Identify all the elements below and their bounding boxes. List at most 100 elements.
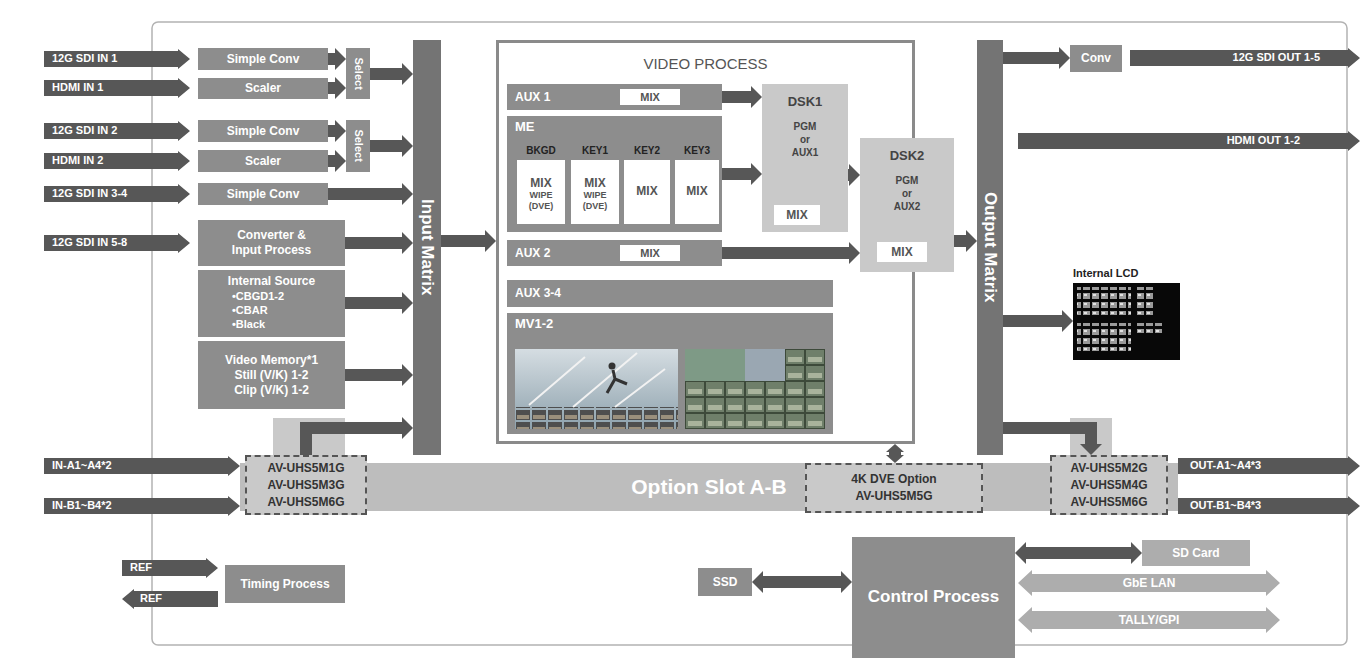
- key-column: BKGDMIXWIPE (DVE): [517, 160, 565, 224]
- input-port-arrow-text: 12G SDI IN 2: [52, 124, 117, 137]
- arrow-head: [841, 571, 852, 593]
- signal-arrow: [1015, 542, 1142, 564]
- output-matrix-bar: Output Matrix: [977, 40, 1003, 455]
- video-process-frame: VIDEO PROCESSAUX 1MIXMEBKGDMIXWIPE (DVE)…: [496, 40, 915, 444]
- signal-arrow: [1003, 310, 1073, 332]
- arrow-head: [1062, 310, 1073, 332]
- input-port-arrow: IN-A1~A4*2: [44, 456, 240, 476]
- lcd-picture: [1073, 283, 1180, 360]
- athletics-view: [515, 349, 678, 429]
- lcd-screen-text: Internal LCD: [1073, 266, 1138, 280]
- select-box: Select: [346, 120, 370, 172]
- arrow-head: [1080, 444, 1102, 455]
- video-process-frame-text: VIDEO PROCESS: [643, 55, 767, 73]
- arrow-body: [722, 168, 752, 180]
- video-memory-box-text: Still (V/K) 1-2: [234, 368, 308, 383]
- signal-arrow: [328, 77, 346, 99]
- arrow-body: [345, 237, 403, 249]
- signal-arrow: [328, 120, 346, 142]
- internal-source-box-text: •CBGD1-2: [232, 289, 284, 303]
- arrow-head: [485, 230, 496, 252]
- housing-frame: [152, 22, 1347, 645]
- signal-arrow: [328, 150, 346, 172]
- input-port-arrow: 12G SDI IN 1: [44, 49, 190, 69]
- control-box-text: Control Process: [868, 587, 999, 607]
- arrow-body: [370, 68, 403, 80]
- input-port-arrow: 12G SDI IN 3-4: [44, 184, 190, 204]
- input-port-arrow: IN-B1~B4*2: [44, 496, 240, 516]
- arrow-body: [1025, 547, 1132, 559]
- scaler-box-text: Scaler: [245, 81, 281, 95]
- storage-box: SSD: [698, 568, 752, 596]
- key-column-text: MIX: [636, 184, 657, 198]
- control-box: Control Process: [852, 537, 1015, 658]
- arrow-head: [1015, 542, 1026, 564]
- option-card-text: AV-UHS5M1G: [267, 460, 344, 477]
- option-slot-band-text: Option Slot A-B: [631, 474, 787, 499]
- option-card-text: AV-UHS5M2G: [1070, 460, 1147, 477]
- signal-arrow: [722, 163, 762, 185]
- input-port-arrow-outline: [44, 233, 190, 253]
- signal-arrow: [954, 230, 977, 252]
- view-tiles: [685, 349, 825, 429]
- athlete-head: [609, 363, 616, 370]
- arrow-head: [335, 150, 346, 172]
- lcd-screen: Internal LCD: [1073, 283, 1180, 360]
- option-card-text: AV-UHS5M3G: [267, 477, 344, 494]
- dsk-box-text: PGM or AUX1: [792, 120, 819, 159]
- lcd-tiles: [1135, 323, 1162, 333]
- option-card-text: AV-UHS5M6G: [267, 494, 344, 511]
- signal-arrow: [328, 183, 413, 205]
- view-ground: [685, 349, 825, 429]
- output-port-arrow-text: OUT-A1~A4*3: [1190, 459, 1261, 472]
- input-port-arrow-outline: [44, 496, 240, 516]
- athlete-figure: [607, 370, 627, 393]
- mix-box-text: MIX: [786, 208, 807, 222]
- input-port-arrow: HDMI IN 1: [44, 78, 190, 98]
- signal-arrow: [370, 135, 413, 157]
- input-matrix-bar: Input Matrix: [413, 40, 441, 455]
- arrow-head: [335, 77, 346, 99]
- control-arrow-text: TALLY/GPI: [1119, 613, 1180, 627]
- key-column-text: KEY2: [634, 144, 660, 158]
- dsk-box-text: DSK2: [890, 148, 925, 164]
- output-port-arrow: OUT-B1~B4*3: [1178, 496, 1360, 516]
- multiviewer-box-text: MV1-2: [515, 316, 553, 332]
- input-port-arrow-outline: [44, 151, 190, 171]
- video-memory-box: Video Memory*1Still (V/K) 1-2Clip (V/K) …: [198, 341, 345, 409]
- timing-box-text: Timing Process: [240, 577, 329, 591]
- aux-bus-band: AUX 1MIX: [507, 84, 722, 110]
- arrow-head: [402, 63, 413, 85]
- arrow-body: [1003, 315, 1063, 327]
- storage-box: SD Card: [1142, 540, 1250, 566]
- key-column-text: MIX: [584, 176, 605, 190]
- key-column-text: MIX: [530, 176, 551, 190]
- control-arrow-outline: [1018, 607, 1280, 633]
- signal-arrow: [345, 232, 413, 254]
- arrow-head: [402, 417, 413, 439]
- converter-box-text: Simple Conv: [227, 187, 300, 201]
- storage-box-text: SSD: [713, 575, 738, 589]
- option-slot-band: Option Slot A-BAV-UHS5M1GAV-UHS5M3GAV-UH…: [240, 463, 1178, 511]
- arrow-body: [441, 235, 486, 247]
- arrow-head: [1131, 542, 1142, 564]
- ref-arrow-text: REF: [140, 592, 162, 605]
- arrow-head: [886, 444, 904, 452]
- multiviewer-box: MV1-2: [507, 313, 833, 434]
- arrow-body: [328, 125, 336, 137]
- arrow-body: [1003, 428, 1091, 445]
- output-port-arrow-text: 12G SDI OUT 1-5: [1233, 51, 1320, 64]
- output-port-arrow-text: OUT-B1~B4*3: [1190, 499, 1261, 512]
- key-column-text: MIX: [686, 184, 707, 198]
- large-tile: [745, 349, 785, 381]
- option-card: AV-UHS5M1GAV-UHS5M3GAV-UHS5M6G: [245, 455, 367, 515]
- internal-source-box-text: Internal Source: [228, 274, 315, 289]
- large-tile: [685, 349, 745, 381]
- input-port-arrow-text: 12G SDI IN 3-4: [52, 187, 127, 200]
- signal-arrow: [848, 164, 860, 186]
- arrow-body: [722, 91, 752, 103]
- converter-box: Simple Conv: [198, 120, 328, 142]
- converter-box: Conv: [1070, 45, 1122, 72]
- aux-bus-band-text: AUX 1: [515, 90, 550, 104]
- output-matrix-bar-text: Output Matrix: [980, 192, 1000, 303]
